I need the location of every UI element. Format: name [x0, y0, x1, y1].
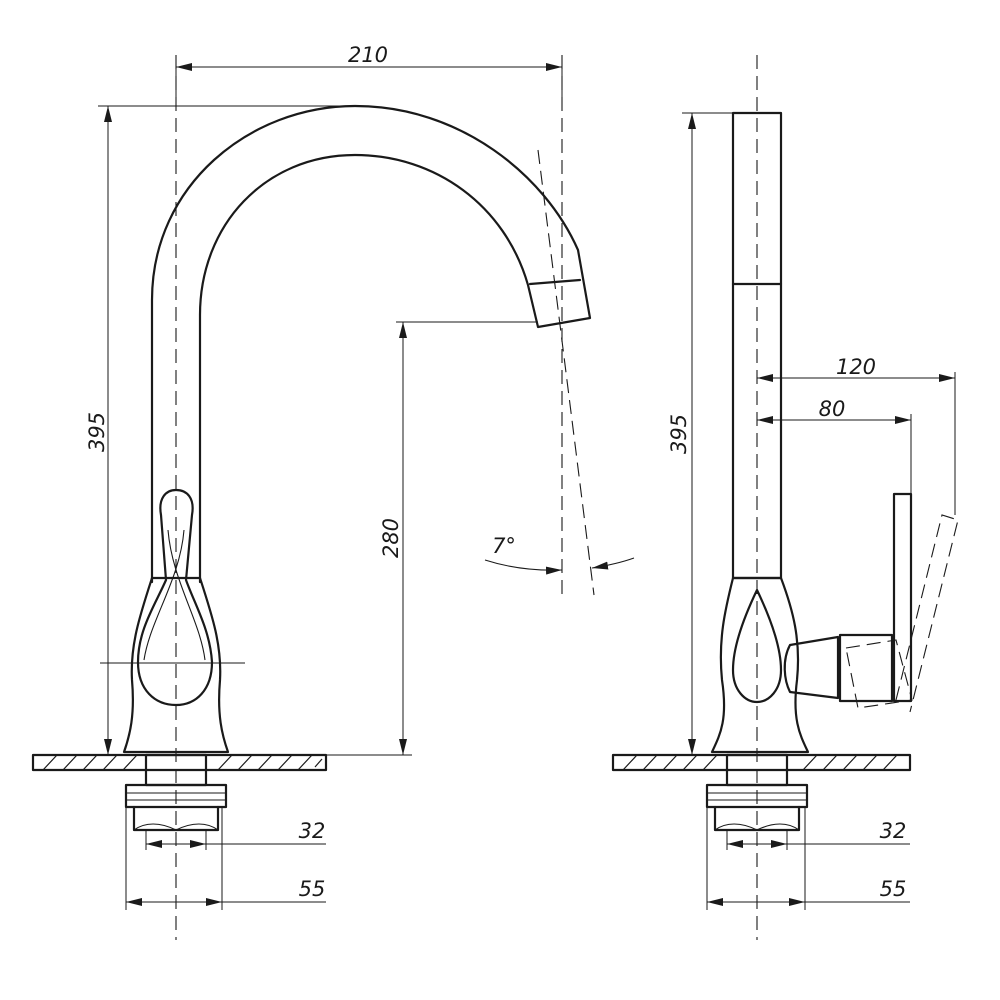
faucet-body	[122, 576, 230, 754]
faucet-body-side	[710, 576, 810, 754]
dim-label-height: 395	[85, 412, 109, 452]
dim-label-base-side: 55	[880, 877, 907, 901]
dim-label-base: 55	[299, 877, 326, 901]
body-drop-ornament	[731, 588, 783, 704]
aerator-ring	[528, 278, 582, 286]
dimension-lever-reach: 80	[757, 397, 912, 494]
countertop	[31, 753, 328, 772]
dimension-height-side: 395	[667, 112, 733, 755]
dimension-base: 55	[125, 807, 326, 910]
dimension-angle: 7°	[484, 534, 635, 575]
dimension-width: 210	[175, 43, 563, 110]
front-view: 210 395 280 7° 32	[31, 43, 635, 940]
dim-label-thread-side: 32	[880, 819, 907, 843]
dim-label-lever-reach: 80	[819, 397, 846, 421]
mounting-nut	[124, 783, 228, 809]
dim-label-lever-reach-max: 120	[836, 355, 876, 379]
dimension-base-side: 55	[706, 807, 910, 910]
side-view: 395 120 80 32 55	[611, 55, 959, 940]
dim-label-angle: 7°	[492, 534, 516, 558]
stream-axis	[537, 149, 595, 596]
dim-label-thread: 32	[299, 819, 326, 843]
lever-ridge	[167, 529, 206, 661]
lever-ridge	[143, 529, 185, 661]
dimension-height: 395	[85, 105, 355, 755]
cartridge-housing	[783, 635, 840, 700]
dim-label-spout-height: 280	[379, 518, 403, 558]
lever-alt-position	[845, 514, 959, 713]
dimension-thread: 32	[145, 819, 326, 850]
countertop-hatch	[42, 754, 323, 771]
dim-label-height-side: 395	[667, 414, 691, 454]
dimension-lever-reach-max: 120	[757, 355, 956, 515]
lever-handle	[136, 488, 214, 707]
mounting-nut	[705, 783, 809, 809]
lever-arm	[892, 492, 913, 703]
dim-label-width: 210	[348, 43, 388, 67]
lever-hub	[838, 633, 894, 703]
spout-outline	[150, 104, 592, 584]
dimension-spout-height: 280	[326, 321, 538, 756]
dimension-thread-side: 32	[726, 819, 910, 850]
countertop-hatch	[622, 754, 898, 771]
